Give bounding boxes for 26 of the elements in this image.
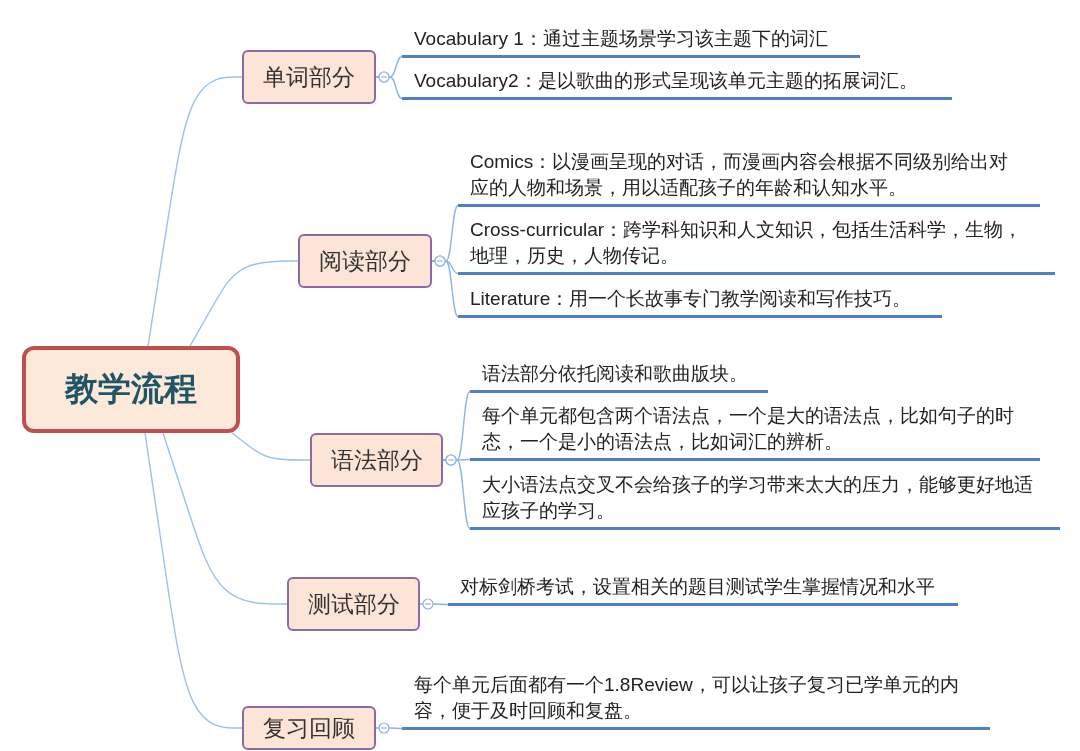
subtopic-text: 对标剑桥考试，设置相关的题目测试学生掌握情况和水平 — [448, 574, 958, 606]
central-topic-box: 教学流程 — [22, 346, 240, 433]
subtopic-text: 语法部分依托阅读和歌曲版块。 — [470, 361, 768, 393]
connector-line — [431, 255, 459, 318]
connector-line — [144, 432, 243, 729]
connector-line — [419, 598, 449, 610]
connector-line — [189, 260, 299, 347]
topic-box: 语法部分 — [310, 433, 443, 487]
topic-box: 单词部分 — [242, 50, 376, 104]
subtopic-text: Comics：以漫画呈现的对话，而漫画内容会根据不同级别给出对应的人物和场景，用以适配孩子的年龄和认知水平。 — [458, 149, 1040, 207]
connector-line — [147, 76, 243, 347]
subtopic-text: Cross-curricular：跨学科知识和人文知识，包括生活科学，生物，地理，历史，人物传记。 — [458, 217, 1055, 275]
connector-line — [162, 432, 288, 605]
connector-line — [231, 432, 311, 461]
subtopic-text: Vocabulary 1：通过主题场景学习该主题下的词汇 — [402, 26, 860, 58]
subtopic-text: Literature：用一个长故事专门教学阅读和写作技巧。 — [458, 286, 942, 318]
subtopic-text: 每个单元后面都有一个1.8Review，可以让孩子复习已学单元的内容，便于及时回顾和复盘。 — [402, 672, 990, 730]
connector-line — [375, 71, 403, 100]
connector-line — [375, 722, 403, 734]
topic-box: 复习回顾 — [242, 706, 376, 750]
subtopic-text: 每个单元都包含两个语法点，一个是大的语法点，比如句子的时态，一个是小的语法点，比如词汇的辨析。 — [470, 403, 1040, 461]
subtopic-text: Vocabulary2：是以歌曲的形式呈现该单元主题的拓展词汇。 — [402, 68, 952, 100]
subtopic-text: 大小语法点交叉不会给孩子的学习带来太大的压力，能够更好地适应孩子的学习。 — [470, 472, 1060, 530]
topic-box: 阅读部分 — [298, 234, 432, 288]
connector-line — [442, 454, 471, 530]
topic-box: 测试部分 — [287, 577, 420, 631]
